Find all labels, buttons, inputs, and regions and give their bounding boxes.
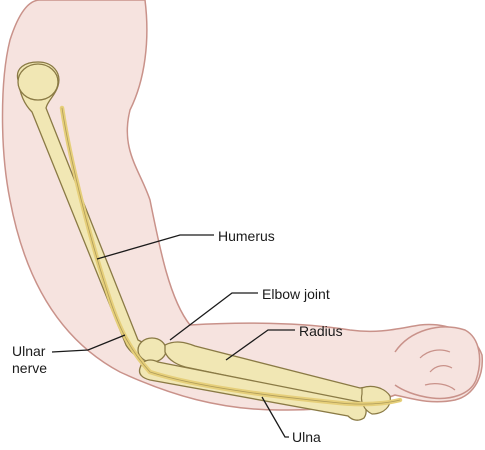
label-ulna: Ulna — [292, 429, 321, 445]
label-ulnar-nerve-line1: Ulnar — [12, 343, 46, 359]
leader-ulna — [261, 396, 289, 438]
label-elbow-joint: Elbow joint — [262, 286, 330, 302]
label-humerus: Humerus — [218, 228, 275, 244]
elbow-condyle — [137, 337, 167, 363]
leader-humerus — [96, 234, 214, 260]
ulnar-nerve-outline — [61, 107, 401, 405]
label-ulnar-nerve-line2: nerve — [12, 360, 48, 376]
ulna-bone — [138, 359, 367, 421]
label-ulnar-nerve: Ulnar nerve — [12, 343, 47, 377]
leader-lines — [51, 234, 295, 438]
leader-radius — [225, 329, 295, 361]
fist-outline — [394, 326, 481, 400]
label-radius: Radius — [299, 323, 343, 339]
leader-ulnar-nerve — [51, 334, 126, 353]
leader-elbow-joint — [169, 292, 258, 341]
fist-knuckle-lines — [419, 349, 456, 391]
humerus-bone — [16, 61, 163, 366]
humerus-head — [17, 63, 59, 101]
